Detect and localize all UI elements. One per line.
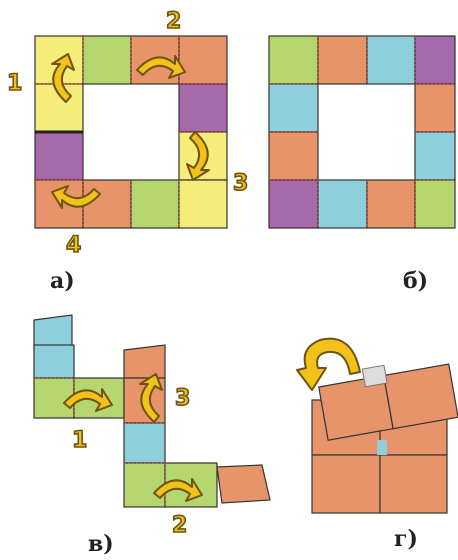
cell [269,84,318,132]
cell [34,345,74,378]
cell [415,84,455,132]
tape [362,365,387,387]
panel-g-label: г) [394,526,418,552]
step-number: 3 [175,386,190,411]
panel-a-square-frame [35,36,227,228]
cell [35,132,83,180]
panel-v-label: в) [88,531,114,557]
step-number: 2 [166,9,181,34]
panel-a-label: а) [50,268,75,294]
cell [367,36,415,84]
cell [124,423,165,463]
cell [124,463,165,507]
cell [318,180,367,228]
cell [367,180,415,228]
cell [179,180,227,228]
cell [380,455,447,513]
step-number: 3 [233,171,248,196]
cell [415,132,455,180]
panel-b-label: б) [403,268,428,294]
step-number: 1 [72,428,87,453]
panel-b-square-frame [269,36,455,228]
cell [415,36,455,84]
cell [318,36,367,84]
cell [179,36,227,84]
cell [131,180,179,228]
flap [124,345,165,378]
cell [269,36,318,84]
step-number: 4 [66,233,81,258]
cell [179,84,227,132]
cell [83,180,131,228]
cell [83,36,131,84]
step-number: 1 [7,71,22,96]
cell [319,375,393,440]
panel-v-folded-strip [34,315,270,507]
cell [269,132,318,180]
cell [415,180,455,228]
cell [269,180,318,228]
blue-edge [377,440,387,455]
flap [217,465,270,503]
step-number: 2 [172,513,187,538]
cell [384,364,458,429]
panel-g-folded-square [297,339,458,513]
cell [312,455,380,513]
